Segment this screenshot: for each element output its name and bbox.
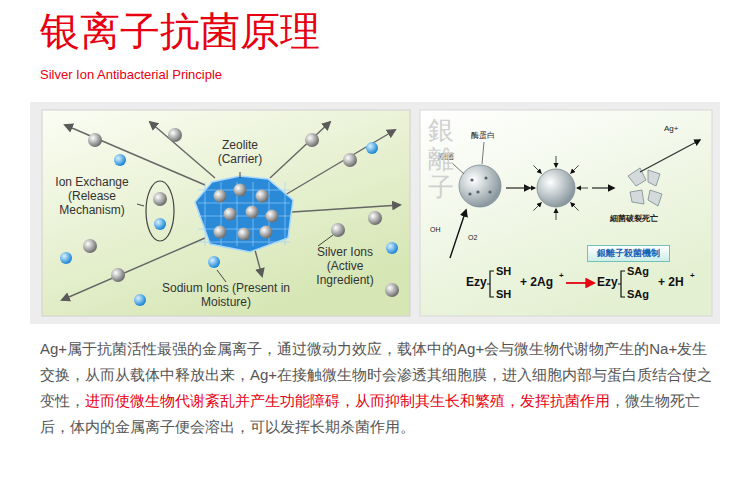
equation-term: SAg [627, 288, 649, 301]
silver-ion-ball [168, 128, 182, 142]
silver-ion-ball [305, 133, 319, 147]
silver-ion-ball [385, 283, 399, 297]
equation-term: + 2Ag [520, 276, 553, 290]
enzyme-dot [468, 192, 471, 195]
silver-ion-ball [238, 228, 251, 241]
silver-attack-arrow [556, 209, 557, 220]
bacterium-cell [459, 165, 501, 207]
release-arrow [270, 122, 330, 178]
sodium-ion-ball [386, 242, 398, 254]
enzyme-dot [488, 190, 491, 193]
release-arrow [255, 250, 262, 276]
sodium-ion-ball [60, 252, 72, 264]
silver-ion-ball [214, 190, 227, 203]
silver-ion-ball [224, 208, 237, 221]
silver-attack-arrow [571, 165, 579, 173]
ion-label: OH [430, 226, 441, 234]
release-arrow [285, 130, 395, 195]
ruptured-cell-fragment [630, 190, 644, 204]
release-arrow [292, 205, 400, 212]
zeolite-lattice [198, 242, 290, 243]
silver-ion-ball [153, 192, 167, 206]
equation-term: SAg [627, 265, 649, 278]
silver-ion-ball [343, 153, 357, 167]
watermark: 銀離子 [428, 116, 454, 202]
silver-ion-ball [260, 226, 273, 239]
leader-line [318, 235, 333, 246]
description-highlight: 进而使微生物代谢紊乱并产生功能障碍，从而抑制其生长和繁殖，发挥抗菌作用 [85, 392, 610, 409]
part-label: Sodium Ions (Present in Moisture) [156, 282, 296, 310]
mechanism-box: 銀離子殺菌機制 [587, 245, 670, 262]
zeolite-cluster [195, 176, 293, 252]
left-panel [42, 110, 410, 316]
sodium-ion-ball [114, 154, 126, 166]
silver-attack-arrow [533, 203, 541, 211]
ion-label: Ag+ [664, 124, 678, 133]
bacterium-cell [537, 169, 575, 207]
silver-ion-ball [256, 190, 269, 203]
silver-ion-ball [111, 268, 125, 282]
silver-ion-ball [214, 226, 227, 239]
ion-exchange-ring [146, 181, 174, 241]
ion-label: O2 [468, 234, 477, 242]
silver-attack-arrow [571, 203, 579, 211]
part-label: Ion Exchange (Release Mechanism) [48, 176, 136, 217]
silver-ion-ball [266, 210, 279, 223]
panel-ground [30, 102, 720, 324]
zeolite-lattice [205, 182, 206, 246]
zeolite-lattice [198, 203, 290, 204]
box-text: 銀離子殺菌機制 [597, 248, 660, 259]
charge-superscript: + [559, 271, 564, 280]
oxidant-arrow [450, 210, 466, 258]
description-paragraph: Ag+属于抗菌活性最强的金属离子，通过微动力效应，载体中的Ag+会与微生物代谢物… [40, 336, 714, 440]
part-label: 細菌破裂死亡 [610, 214, 658, 223]
sodium-ion-ball [366, 142, 378, 154]
silver-ion-ball [88, 133, 102, 147]
part-label: Silver Ions (Active Ingredient) [304, 246, 386, 287]
zeolite-lattice [285, 182, 286, 246]
sodium-ion-ball [134, 294, 146, 306]
release-arrow [150, 122, 215, 178]
equation-bracket [487, 271, 494, 297]
ruptured-cell-fragment [648, 170, 660, 186]
equation-bracket [618, 271, 625, 297]
bacteria-illustration [450, 140, 700, 297]
sodium-ion-ball [154, 218, 166, 230]
step-arrow [592, 187, 614, 188]
equation-term: SH [496, 288, 511, 301]
enzyme-dot [470, 178, 473, 181]
equation-term: Ezy [597, 276, 618, 290]
page-title: 银离子抗菌原理 [40, 8, 320, 54]
enzyme-dot [476, 190, 479, 193]
charge-superscript: + [690, 271, 695, 280]
subtitle: Silver Ion Antibacterial Principle [40, 68, 222, 83]
silver-attack-arrow [524, 188, 535, 189]
part-label: Zeolite (Carrier) [205, 139, 275, 167]
leader-line [240, 172, 241, 178]
sodium-ion-ball [208, 256, 220, 268]
ruptured-cell-fragment [648, 190, 662, 206]
equation-term: Ezy [466, 276, 487, 290]
silver-attack-arrow [533, 165, 541, 173]
silver-attack-arrow [556, 156, 557, 167]
reaction-arrow [566, 282, 594, 284]
silver-ion-ball [83, 239, 97, 253]
leader-line [482, 142, 484, 164]
silver-ion-ball [331, 223, 345, 237]
silver-ion-ball [246, 206, 259, 219]
leader-line [137, 204, 144, 206]
equation-term: + 2H [658, 276, 684, 290]
leader-line [217, 270, 226, 282]
part-label: 酶蛋白 [471, 131, 495, 140]
silver-ion-ball [234, 184, 247, 197]
silver-attack-arrow [577, 188, 588, 189]
silver-ion-ball [368, 211, 382, 225]
equation-term: SH [496, 265, 511, 278]
silver-arrow [640, 140, 700, 172]
enzyme-dot [484, 176, 487, 179]
right-panel [420, 110, 712, 316]
